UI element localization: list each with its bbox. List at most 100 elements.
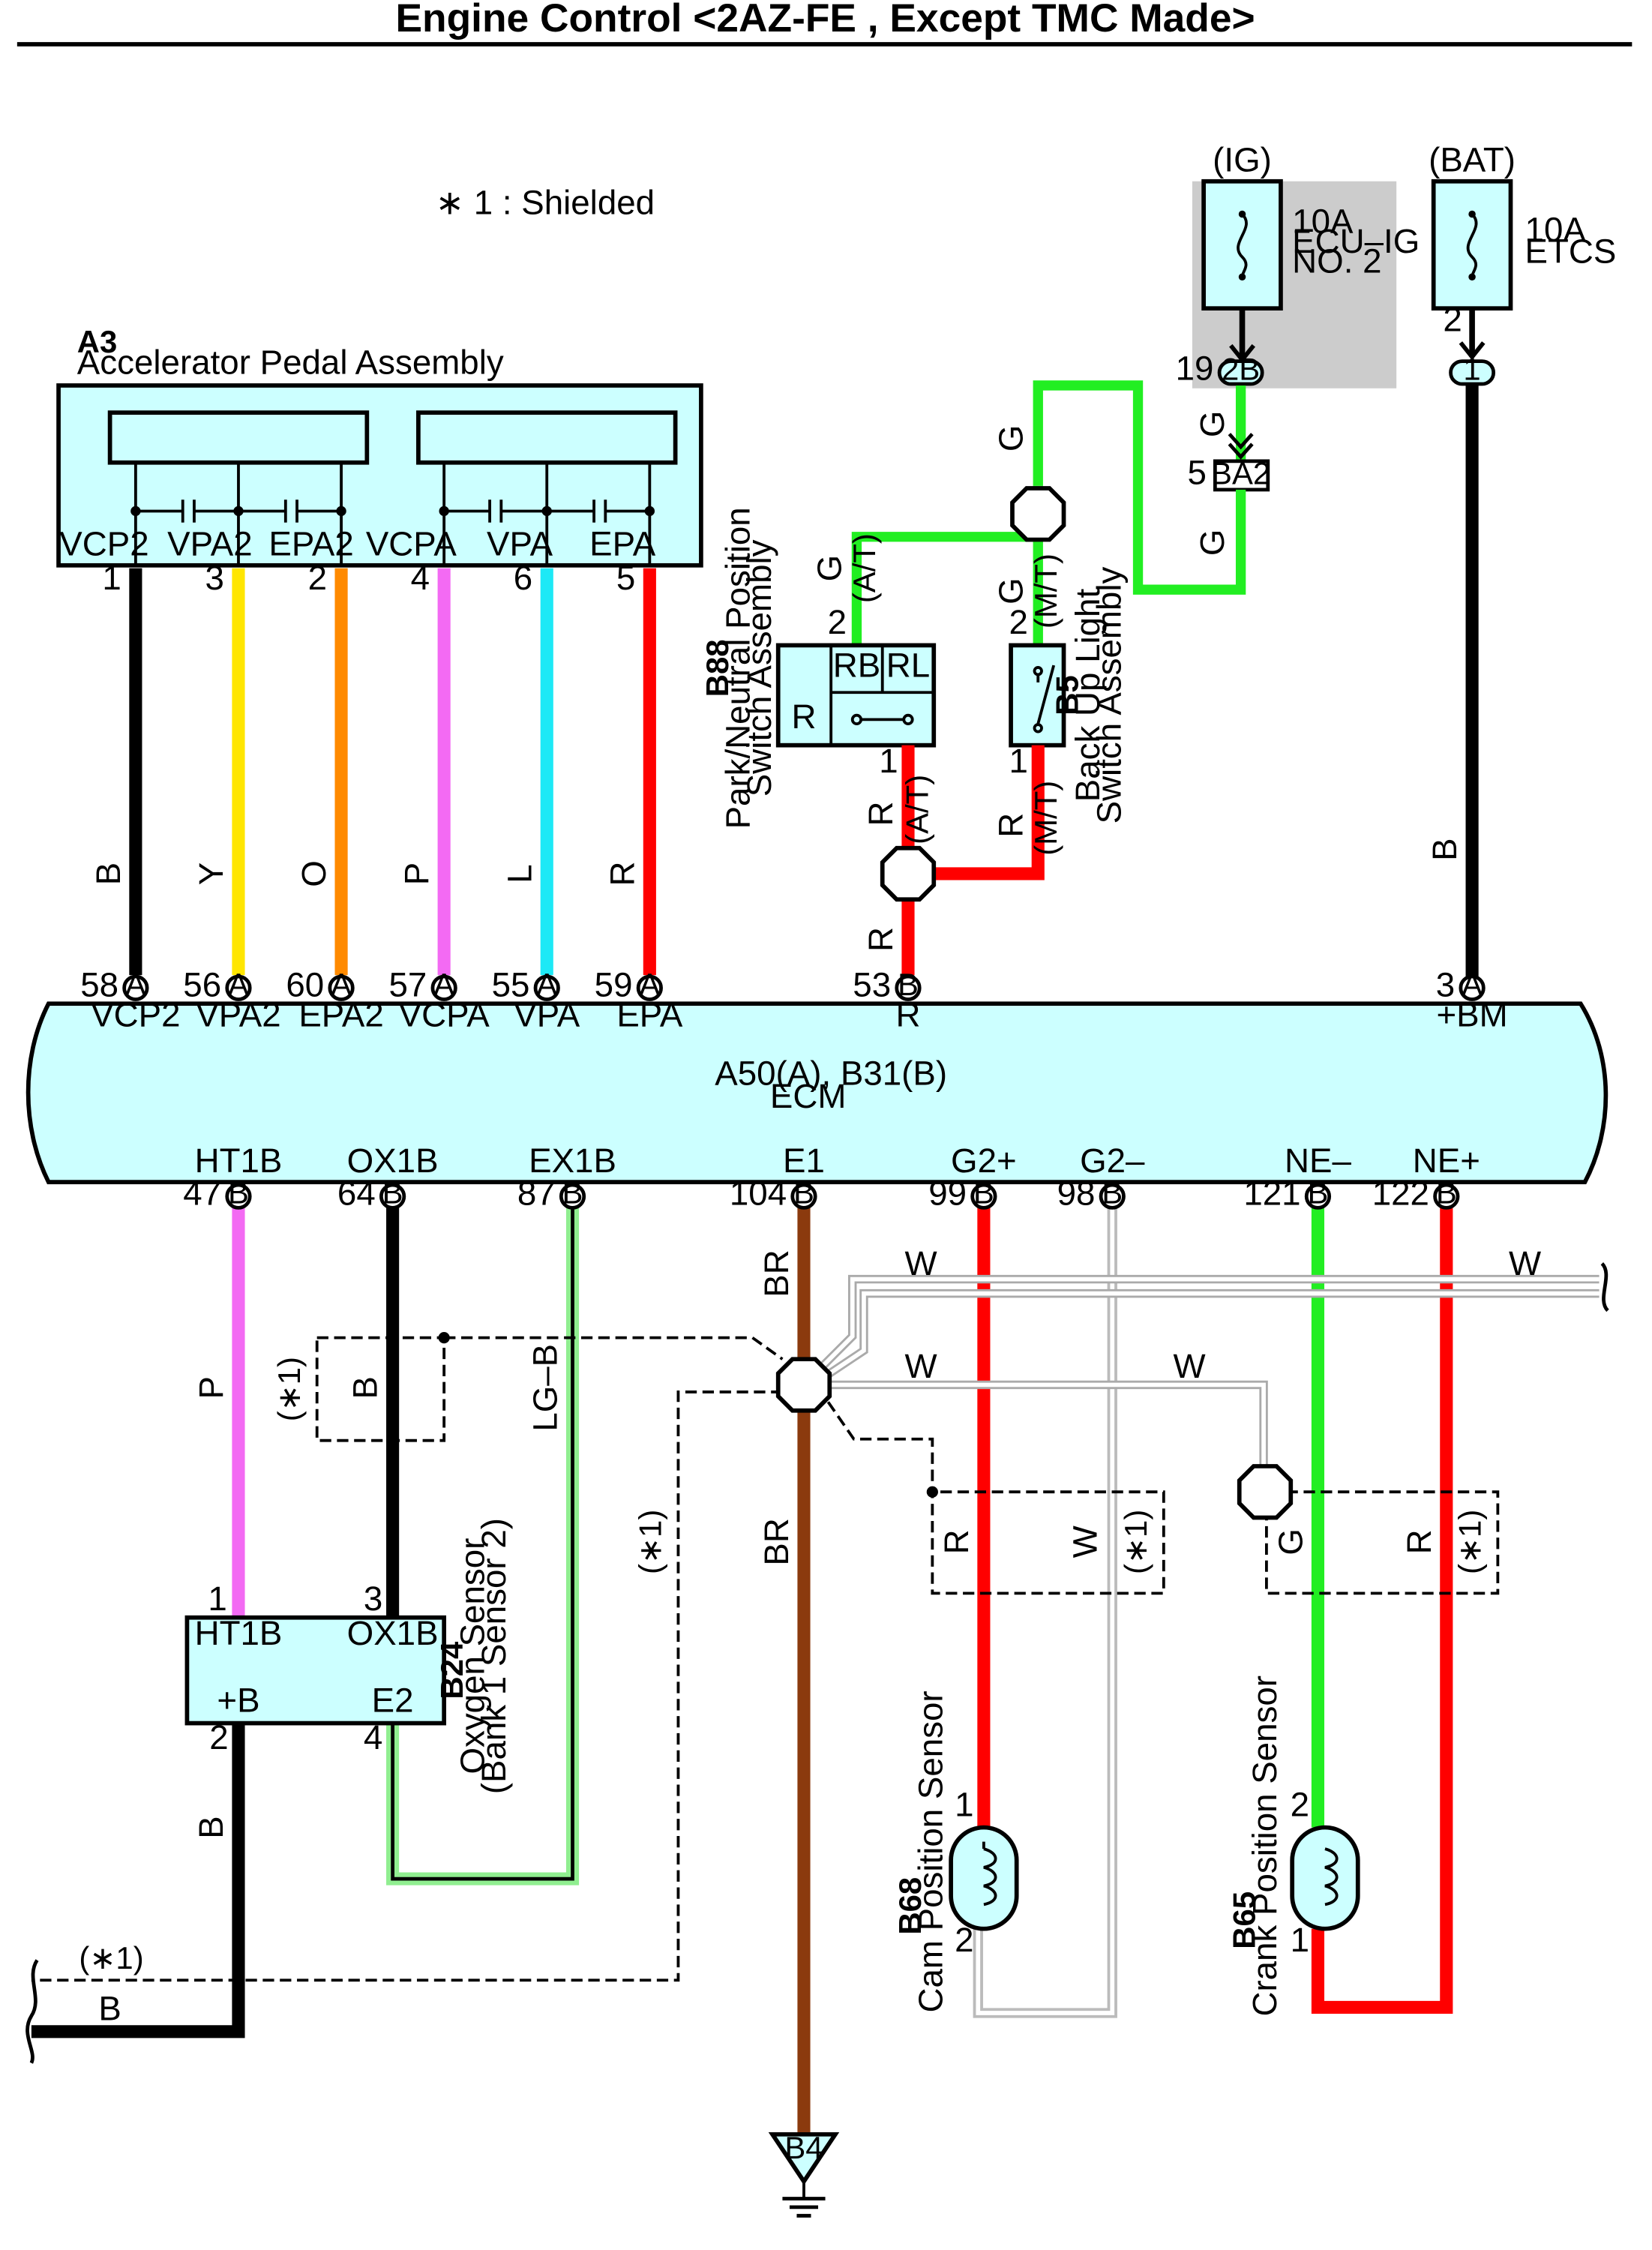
connector-bat: [1449, 359, 1496, 386]
ecm-bottom-pin-87: 87: [517, 1174, 556, 1213]
wire-label-g-ig: G: [1193, 411, 1231, 438]
wire-label-mt-top: (M/T): [1028, 554, 1063, 628]
ecm-bottom-pin-47: 47: [183, 1174, 221, 1213]
ecm-bottom-conn-6: B: [1102, 1175, 1123, 1210]
ecm-bottom-pin-121: 121: [1243, 1174, 1300, 1213]
junction-ba2-label: BA2: [1211, 455, 1270, 490]
shield-label-5: (∗1): [79, 1940, 143, 1976]
accel-pin-3: 3: [205, 559, 224, 597]
accel-code: A3: [77, 324, 118, 359]
ecm-bottom-conn-3: B: [562, 1175, 583, 1210]
junction-switch-top: [1010, 486, 1066, 542]
wire-label-at-top: (A/T): [847, 533, 882, 603]
ecm-terminal-ht1b: HT1B: [195, 1142, 283, 1180]
accel-pedal-assembly: [56, 383, 703, 568]
accel-name: Accelerator Pedal Assembly: [77, 344, 504, 382]
ecm-top-conn-7: B: [898, 967, 919, 1002]
ecm-bottom-connectors: [225, 1183, 1460, 1210]
accel-pin-1: 1: [102, 559, 121, 597]
ecm-terminal-vpa2: VPA2: [196, 996, 280, 1034]
pnp-name1: Park/Neutral Position: [719, 507, 757, 829]
ecm-top-pin-60: 60: [286, 966, 324, 1004]
wire-label-r-at: R: [862, 802, 900, 826]
connector-2b: [1217, 359, 1264, 386]
fuse-bat-name: ETCS: [1525, 232, 1617, 270]
ecm-terminal-vcpa: VCPA: [399, 996, 490, 1034]
accel-pin-5: 5: [616, 559, 635, 597]
ecm-top-pin-59: 59: [595, 966, 633, 1004]
cam-code: B68: [892, 1877, 928, 1935]
ecm-bottom-conn-7: B: [1307, 1175, 1328, 1210]
wire-label-p: P: [192, 1376, 230, 1399]
wire-label-br-1: BR: [757, 1250, 796, 1297]
wire-color-b: B: [89, 862, 127, 885]
ecm-bottom-pin-122: 122: [1372, 1174, 1429, 1213]
wire-label-r-ecm: R: [862, 927, 900, 952]
wire-color-o: O: [295, 860, 333, 887]
accel-terminal-vcpa: VCPA: [366, 524, 457, 562]
fuse-bat-rating: 10A: [1525, 211, 1587, 249]
o2-terminal-b: +B: [217, 1681, 259, 1719]
ecm-top-pin-57: 57: [388, 966, 427, 1004]
ecm-top-pin-53: 53: [853, 966, 891, 1004]
accel-terminal-epa2: EPA2: [268, 524, 353, 562]
backup-pin-bottom: 1: [1009, 742, 1027, 780]
diagram-title: Engine Control <2AZ-FE , Except TMC Made…: [395, 0, 1255, 40]
ecm-top-conn-4: A: [433, 967, 454, 1002]
o2-code: B24: [434, 1641, 469, 1700]
junction-r: [880, 845, 937, 902]
bat-source-label: (BAT): [1429, 140, 1516, 178]
ecm-top-conn-6: A: [639, 967, 660, 1002]
ecm-terminal-neplus: NE+: [1413, 1142, 1480, 1180]
ecm-bottom-pin-99: 99: [928, 1174, 967, 1213]
park-neutral-switch: [775, 643, 937, 748]
ecm-terminal-epa2: EPA2: [298, 996, 383, 1034]
crank-pin-2: 2: [1291, 1785, 1309, 1823]
junction-ba2-pin: 5: [1188, 453, 1207, 491]
ecm-bottom-conn-5: B: [973, 1175, 994, 1210]
ecm-bottom-pin-98: 98: [1057, 1174, 1096, 1213]
ecm-top-conn-1: A: [125, 967, 146, 1002]
wire-label-at-bottom: (A/T): [900, 775, 935, 844]
wire-label-r-mt: R: [991, 813, 1030, 838]
o2-terminal-e2: E2: [372, 1681, 414, 1719]
crank-position-sensor-icon: [1290, 1825, 1360, 1931]
ecm-terminal-bm: +BM: [1436, 996, 1507, 1034]
ground-b4-icon: [768, 2132, 840, 2218]
accel-pin-4: 4: [411, 559, 430, 597]
shield-label-3: (∗1): [1118, 1510, 1153, 1574]
ecm-name: ECM: [770, 1077, 847, 1115]
ecm-bottom-conn-1: B: [228, 1175, 249, 1210]
wire-label-w-3: W: [905, 1347, 937, 1385]
junction-ba2: [1213, 459, 1270, 492]
ecm-terminal-ox1b: OX1B: [347, 1142, 439, 1180]
ecm-body: [25, 1001, 1609, 1184]
ecm-terminal-ex1b: EX1B: [529, 1142, 616, 1180]
cam-position-sensor-icon: [949, 1825, 1019, 1931]
wire-color-l: L: [500, 864, 538, 883]
wire-label-b-ox: B: [346, 1376, 385, 1399]
wire-label-b-o2: B: [192, 1816, 230, 1838]
o2-pin-2: 2: [209, 1718, 228, 1756]
wire-color-p: P: [397, 862, 436, 885]
ecm-code: A50(A), B31(B): [715, 1054, 947, 1093]
wire-label-w-2: W: [1509, 1244, 1541, 1282]
o2-terminal-ox1b: OX1B: [347, 1614, 439, 1652]
wire-label-g-mt: G: [991, 578, 1030, 604]
fuse-ig-name2: NO. 2: [1292, 242, 1381, 280]
accel-terminal-vpa2: VPA2: [167, 524, 252, 562]
shield-label-1: (∗1): [271, 1357, 307, 1421]
pnp-pin-bottom: 1: [879, 742, 898, 780]
ecm-bottom-conn-2: B: [382, 1175, 403, 1210]
wire-label-g-crank: G: [1271, 1528, 1309, 1556]
oxygen-sensor: [184, 1615, 447, 1726]
backup-name2: Switch Assembly: [1090, 567, 1129, 824]
ig-source-label: (IG): [1213, 140, 1272, 178]
ecm-top-conn-3: A: [331, 967, 352, 1002]
pnp-terminal-rb: RB: [833, 646, 880, 684]
wire-label-g-top: G: [991, 425, 1030, 452]
wire-label-lgb: LG–B: [526, 1344, 565, 1432]
pnp-name2: Switch Assembly: [740, 539, 778, 796]
ecm-top-conn-8: A: [1462, 967, 1483, 1002]
